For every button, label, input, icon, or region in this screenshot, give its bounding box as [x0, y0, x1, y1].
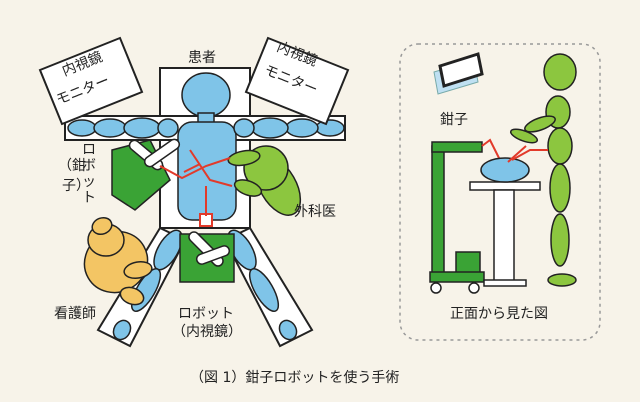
front-surgeon	[509, 53, 577, 287]
monitor-right: 内視鏡 モニター	[244, 36, 350, 126]
surgeon-figure-top	[227, 145, 302, 216]
svg-text:ト: ト	[82, 190, 96, 206]
monitor-left: 内視鏡 モニター	[38, 36, 144, 126]
surgeon-label: 外科医	[294, 204, 336, 220]
forceps-robot-top	[111, 138, 181, 211]
nurse-figure	[83, 216, 153, 306]
patient-figure	[67, 72, 345, 341]
forceps-robot-label: ロ ボ ッ ト （鉗 子）	[58, 142, 96, 206]
front-forceps-wires	[507, 145, 548, 163]
front-forceps-robot	[429, 138, 501, 294]
front-view-label: 正面から見た図	[450, 306, 548, 322]
forceps-label: 鉗子	[440, 111, 468, 128]
front-operating-table	[469, 181, 541, 287]
svg-text:子）: 子）	[62, 178, 90, 194]
scope-robot-top	[179, 213, 235, 283]
front-monitor	[433, 52, 484, 95]
scope-robot-label-2: （内視鏡）	[172, 324, 242, 340]
svg-text:ロ: ロ	[82, 142, 96, 158]
front-patient	[480, 157, 530, 183]
svg-text:ボ: ボ	[82, 158, 96, 174]
forceps-wires-top	[159, 149, 233, 216]
figure-caption: （図 1）鉗子ロボットを使う手術	[190, 369, 399, 386]
nurse-label: 看護師	[54, 306, 96, 322]
scope-robot-label-1: ロボット	[178, 306, 234, 322]
svg-text:ッ: ッ	[82, 174, 96, 190]
patient-label: 患者	[188, 50, 216, 66]
svg-text:（鉗: （鉗	[58, 157, 86, 174]
front-view-panel	[399, 43, 601, 341]
